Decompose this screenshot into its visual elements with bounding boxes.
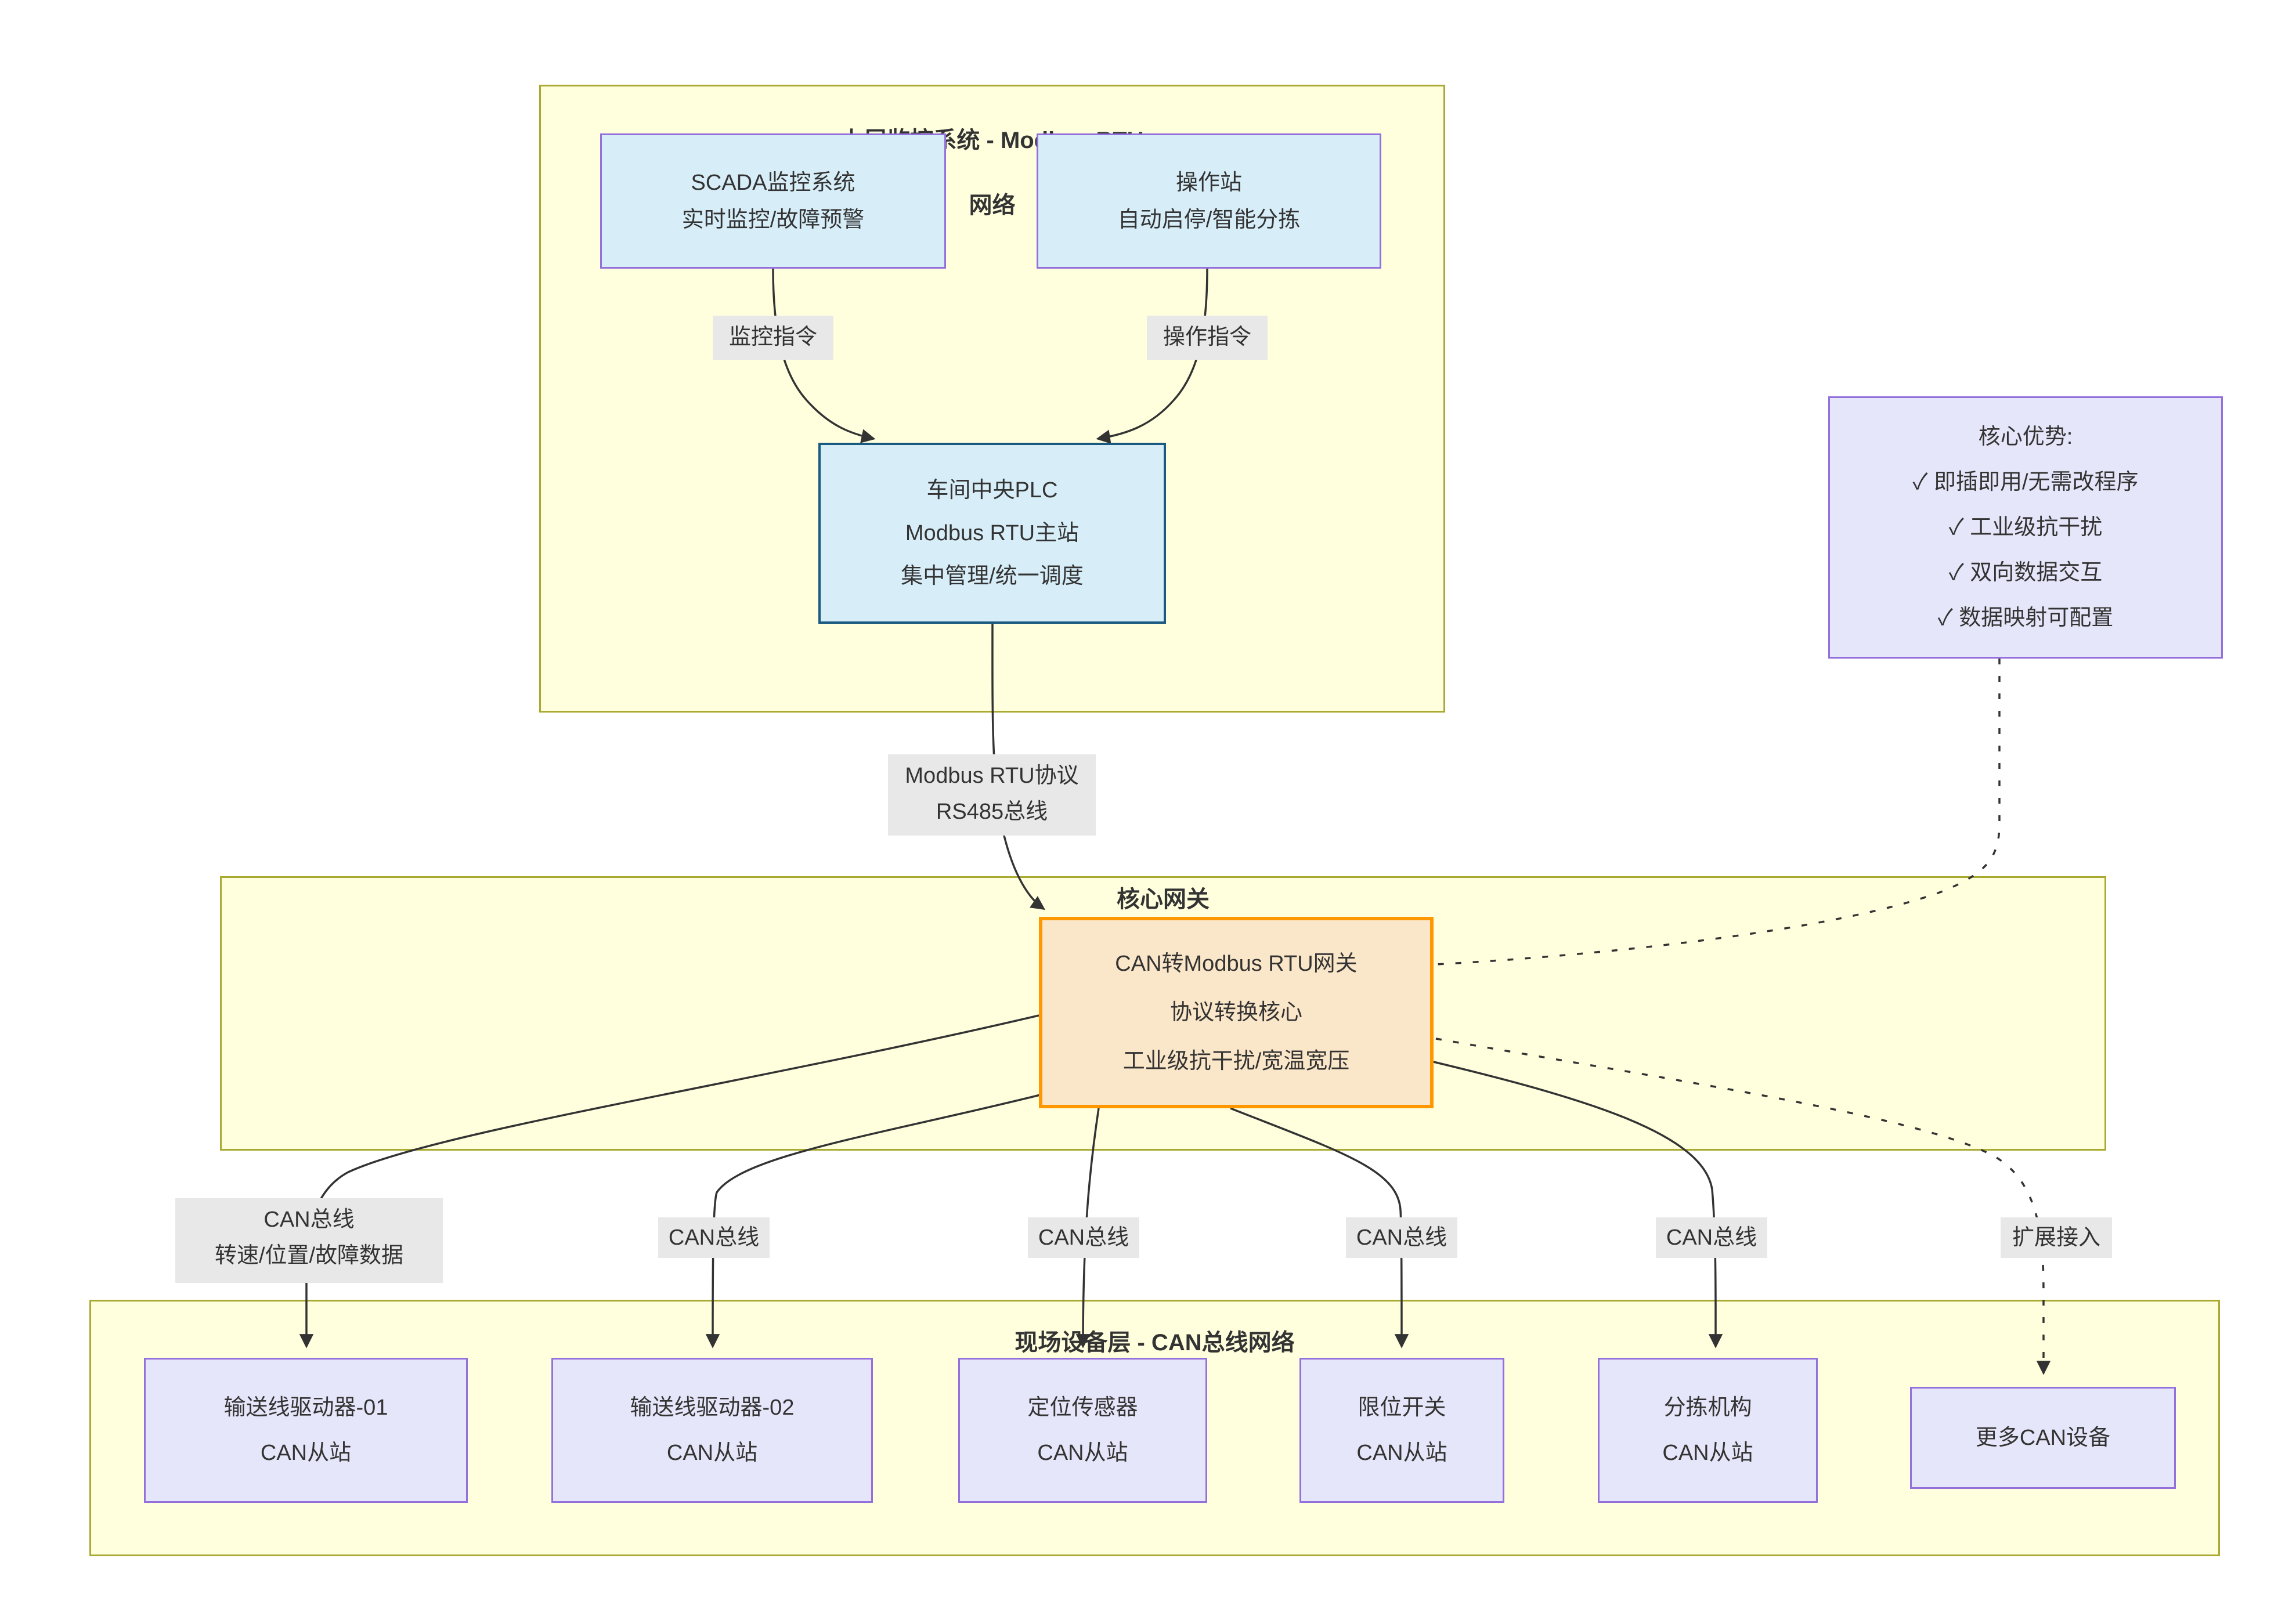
node-limit-switch: 限位开关 CAN从站	[1299, 1358, 1504, 1503]
node-limit-switch-line2: CAN从站	[1356, 1441, 1447, 1465]
edge-label-can-bus-1-line1: CAN总线	[263, 1208, 355, 1232]
node-can-modbus-gateway-line1: CAN转Modbus RTU网关	[1115, 952, 1358, 976]
node-scada: SCADA监控系统 实时监控/故障预警	[600, 133, 946, 269]
node-operator-station: 操作站 自动启停/智能分拣	[1037, 133, 1381, 269]
node-central-plc-line1: 车间中央PLC	[926, 478, 1058, 502]
node-conveyor-driver-01: 输送线驱动器-01 CAN从站	[144, 1358, 468, 1503]
node-can-modbus-gateway-line3: 工业级抗干扰/宽温宽压	[1122, 1049, 1350, 1073]
node-core-advantages-item1: ✓ 即插即用/无需改程序	[1912, 470, 2139, 494]
node-limit-switch-line1: 限位开关	[1358, 1396, 1446, 1420]
node-more-can-devices-line1: 更多CAN设备	[1975, 1426, 2111, 1450]
edge-label-expansion-access: 扩展接入	[2001, 1217, 2112, 1258]
node-sorting-mechanism-line2: CAN从站	[1662, 1441, 1753, 1465]
node-conveyor-driver-01-line1: 输送线驱动器-01	[223, 1396, 388, 1420]
node-core-advantages-item3: ✓ 双向数据交互	[1948, 561, 2103, 585]
node-central-plc-line3: 集中管理/统一调度	[901, 564, 1084, 588]
cluster-core-gateway-title: 核心网关	[1117, 887, 1210, 912]
node-conveyor-driver-02-line2: CAN从站	[666, 1441, 758, 1465]
edge-gateway-to-more-devices	[1435, 1037, 2051, 1375]
edge-scada-to-plc	[772, 268, 876, 443]
edge-label-operate-command: 操作指令	[1147, 316, 1268, 360]
node-conveyor-driver-02: 输送线驱动器-02 CAN从站	[551, 1358, 873, 1503]
cluster-upper-system-title-line2: 网络	[969, 193, 1016, 218]
edge-gateway-to-limit-switch	[1230, 1107, 1409, 1349]
node-core-advantages-title: 核心优势:	[1978, 425, 2073, 449]
edge-gateway-to-position-sensor	[1075, 1108, 1100, 1349]
node-more-can-devices: 更多CAN设备	[1910, 1387, 2176, 1489]
node-core-advantages: 核心优势: ✓ 即插即用/无需改程序 ✓ 工业级抗干扰 ✓ 双向数据交互 ✓ 数…	[1828, 396, 2223, 659]
node-can-modbus-gateway-line2: 协议转换核心	[1169, 1000, 1302, 1025]
node-central-plc: 车间中央PLC Modbus RTU主站 集中管理/统一调度	[818, 443, 1166, 624]
edge-label-monitor-command: 监控指令	[713, 316, 833, 360]
edge-label-modbus-rs485-line1: Modbus RTU协议	[905, 764, 1079, 788]
edge-label-can-bus-5: CAN总线	[1656, 1217, 1767, 1258]
node-operator-station-line1: 操作站	[1175, 170, 1242, 195]
node-core-advantages-item4: ✓ 数据映射可配置	[1937, 606, 2114, 630]
edge-label-modbus-rs485: Modbus RTU协议 RS485总线	[888, 754, 1096, 836]
node-sorting-mechanism: 分拣机构 CAN从站	[1598, 1358, 1818, 1503]
edge-gateway-to-sorter	[1433, 1061, 1723, 1349]
node-can-modbus-gateway: CAN转Modbus RTU网关 协议转换核心 工业级抗干扰/宽温宽压	[1039, 917, 1434, 1108]
node-sorting-mechanism-line1: 分拣机构	[1663, 1396, 1752, 1420]
node-position-sensor: 定位传感器 CAN从站	[958, 1358, 1207, 1503]
node-central-plc-line2: Modbus RTU主站	[905, 521, 1080, 545]
edge-label-can-bus-3: CAN总线	[1028, 1217, 1139, 1258]
node-position-sensor-line1: 定位传感器	[1027, 1396, 1138, 1420]
node-position-sensor-line2: CAN从站	[1037, 1441, 1128, 1465]
edge-label-can-bus-1: CAN总线 转速/位置/故障数据	[175, 1198, 443, 1283]
edge-label-modbus-rs485-line2: RS485总线	[936, 800, 1048, 824]
node-scada-line2: 实时监控/故障预警	[681, 207, 865, 232]
node-conveyor-driver-02-line1: 输送线驱动器-02	[630, 1396, 795, 1420]
node-conveyor-driver-01-line2: CAN从站	[260, 1441, 352, 1465]
node-core-advantages-item2: ✓ 工业级抗干扰	[1948, 515, 2103, 540]
edge-op-to-plc	[1096, 268, 1208, 444]
edge-advantages-to-gateway	[1435, 659, 2001, 966]
edge-label-can-bus-2: CAN总线	[658, 1217, 770, 1258]
edge-label-can-bus-1-line2: 转速/位置/故障数据	[214, 1243, 404, 1268]
edge-gateway-to-driver01	[299, 1014, 1039, 1349]
edge-label-can-bus-4: CAN总线	[1346, 1217, 1457, 1258]
cluster-field-devices-title: 现场设备层 - CAN总线网络	[1015, 1330, 1295, 1355]
edge-gateway-to-driver02	[705, 1093, 1045, 1349]
node-scada-line1: SCADA监控系统	[691, 170, 855, 195]
node-operator-station-line2: 自动启停/智能分拣	[1117, 207, 1301, 232]
